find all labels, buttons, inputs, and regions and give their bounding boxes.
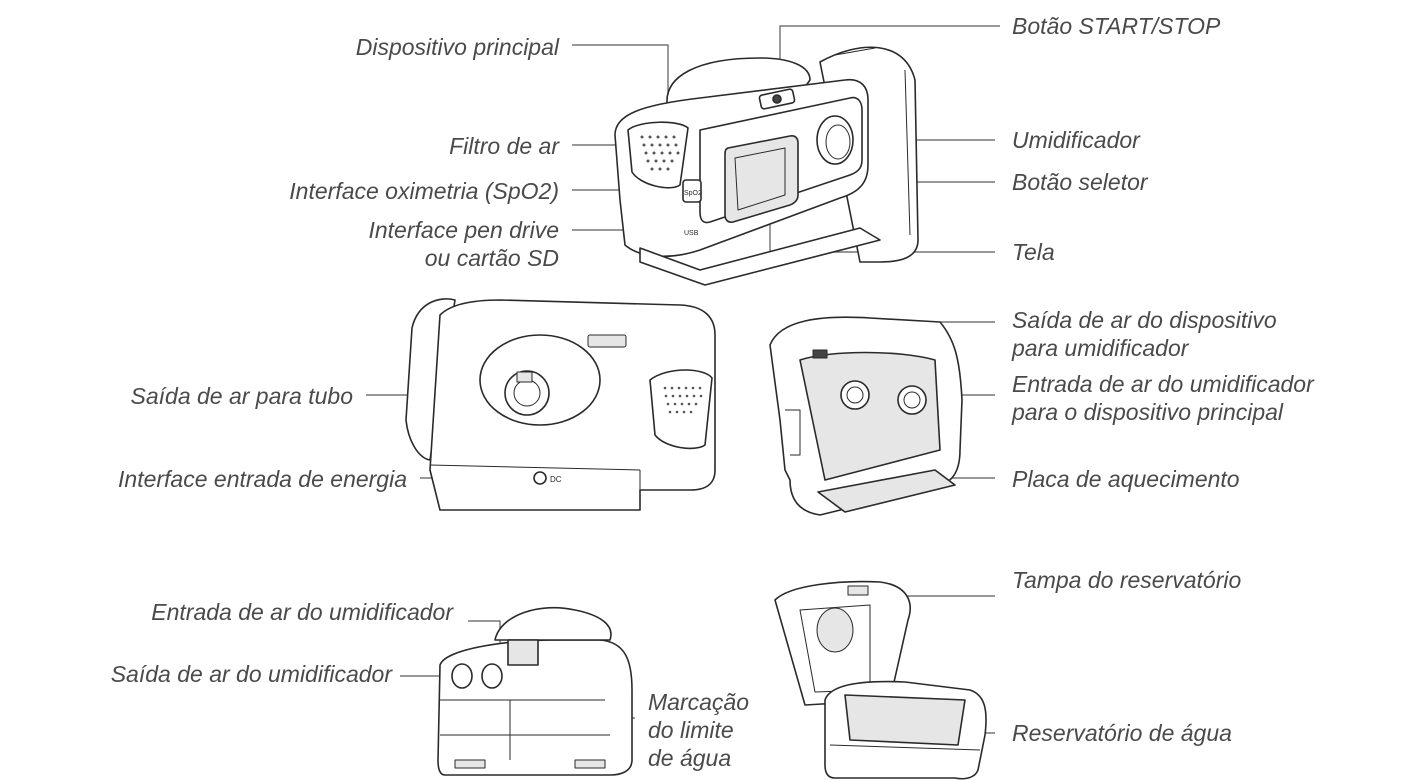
main-device-illustration: SpO2 USB bbox=[614, 46, 919, 286]
label-marcacao-limite-agua: Marcação do limite de água bbox=[648, 688, 749, 772]
label-saida-ar-dispositivo-line2: para umidificador bbox=[1012, 335, 1189, 361]
label-dispositivo-principal: Dispositivo principal bbox=[355, 34, 559, 60]
humidifier-air-inlet bbox=[507, 639, 539, 666]
label-interface-pen-drive-line2: ou cartão SD bbox=[424, 245, 559, 271]
humidifier-top bbox=[494, 606, 612, 641]
label-tela: Tela bbox=[1012, 239, 1055, 265]
label-botao-start-stop: Botão START/STOP bbox=[1012, 13, 1221, 39]
label-botao-seletor: Botão seletor bbox=[1012, 169, 1148, 195]
label-tampa-reservatorio: Tampa do reservatório bbox=[1012, 567, 1242, 593]
humidifier-air-outlet-left bbox=[451, 663, 473, 689]
label-reservatorio-agua: Reservatório de água bbox=[1012, 720, 1232, 746]
main-device-base bbox=[639, 227, 881, 286]
air-filter-holes bbox=[640, 135, 680, 171]
main-device-screen bbox=[724, 135, 799, 223]
leader-dispositivo-principal bbox=[572, 44, 669, 112]
rear-device-power-port bbox=[533, 471, 547, 485]
reservoir-interior bbox=[844, 694, 966, 746]
label-saida-ar-dispositivo: Saída de ar do dispositivo para umidific… bbox=[1012, 306, 1277, 362]
label-saida-ar-dispositivo-line1: Saída de ar do dispositivo bbox=[1012, 307, 1277, 333]
label-entrada-ar-umid-disp-line2: para o dispositivo principal bbox=[1012, 399, 1284, 425]
dock-heating-plate bbox=[817, 469, 956, 513]
dc-marking: DC bbox=[550, 475, 562, 484]
label-saida-ar-umidificador: Saída de ar do umidificador bbox=[110, 661, 392, 687]
spo2-marking: SpO2 bbox=[684, 190, 702, 197]
label-filtro-de-ar: Filtro de ar bbox=[449, 133, 559, 159]
label-umidificador: Umidificador bbox=[1012, 127, 1140, 153]
label-entrada-ar-umid-disp: Entrada de ar do umidificador para o dis… bbox=[1012, 370, 1314, 426]
spo2-port-drawing bbox=[682, 179, 702, 203]
label-saida-ar-tubo: Saída de ar para tubo bbox=[130, 383, 354, 409]
label-marcacao-line1: Marcação bbox=[648, 689, 749, 715]
humidifier-illustration bbox=[437, 606, 633, 776]
label-interface-pen-drive-line1: Interface pen drive bbox=[368, 217, 559, 243]
label-marcacao-line3: de água bbox=[648, 745, 732, 771]
label-entrada-ar-umidificador: Entrada de ar do umidificador bbox=[151, 599, 453, 625]
reservoir-illustration bbox=[774, 580, 987, 780]
dock-interior-illustration bbox=[769, 316, 963, 516]
humidifier-air-outlet-right bbox=[481, 663, 503, 689]
rear-view-illustration: DC bbox=[405, 298, 716, 511]
rear-device-filter bbox=[649, 369, 713, 450]
label-placa-aquecimento: Placa de aquecimento bbox=[1012, 466, 1240, 492]
label-entrada-ar-umid-disp-line1: Entrada de ar do umidificador bbox=[1012, 371, 1314, 397]
label-marcacao-line2: do limite bbox=[648, 717, 734, 743]
label-interface-energia: Interface entrada de energia bbox=[118, 466, 407, 492]
label-interface-pen-drive: Interface pen drive ou cartão SD bbox=[368, 216, 559, 272]
usb-marking: USB bbox=[684, 230, 699, 237]
main-device-air-filter bbox=[627, 121, 689, 189]
label-interface-oximetria: Interface oximetria (SpO2) bbox=[289, 178, 559, 204]
